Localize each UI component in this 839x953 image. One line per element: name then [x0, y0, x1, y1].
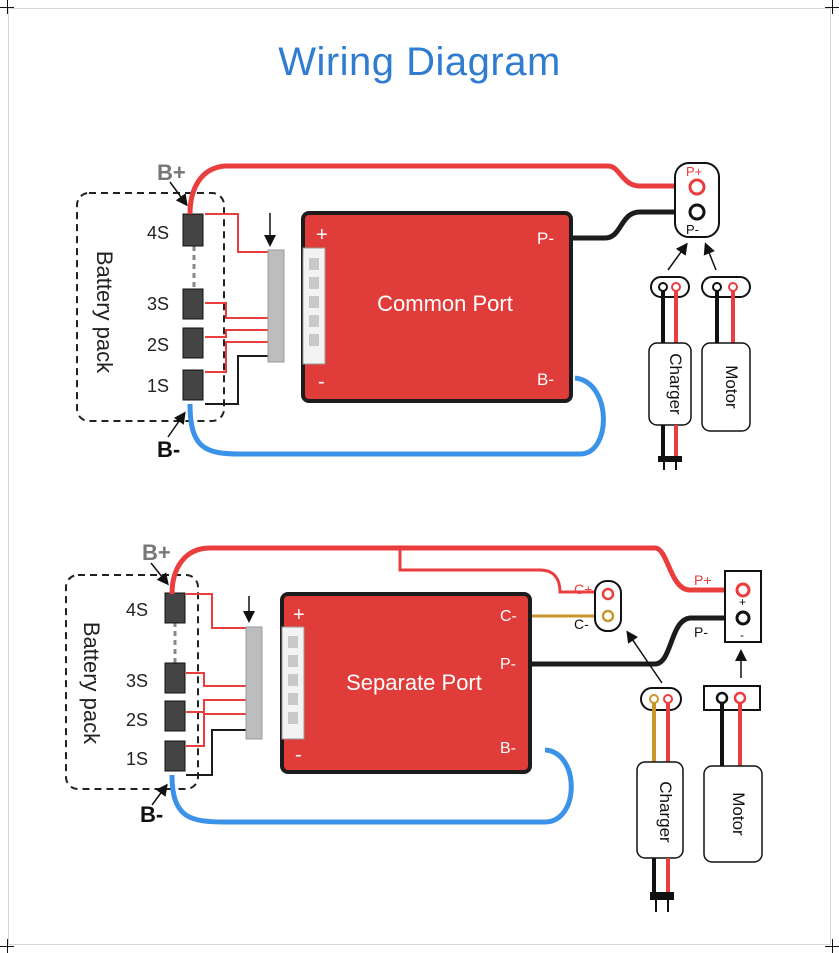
cell-label-3s: 3S [147, 294, 169, 314]
image-frame [8, 8, 831, 945]
motor-device: Motor [701, 276, 751, 432]
wire-arrow-icon [167, 411, 186, 438]
board-minus-label: - [318, 371, 325, 393]
p-minus-wire [528, 615, 730, 667]
c-minus-label: C- [574, 616, 589, 632]
cell-label-2s: 2S [126, 710, 148, 730]
c-plus-label: C+ [574, 581, 592, 597]
c-plus-terminal [601, 587, 615, 601]
motor-label: Motor [722, 365, 741, 409]
balance-wires [205, 213, 268, 373]
balance-socket-pins [288, 636, 298, 724]
board-plus-label: + [316, 224, 328, 246]
charger-label: Charger [666, 353, 685, 415]
p-minus-label: P- [694, 624, 708, 640]
board-p-minus-label: P- [537, 229, 554, 248]
balance-connector-icon [245, 626, 263, 740]
b-minus-wire [169, 747, 574, 825]
board-title: Common Port [377, 291, 513, 316]
cell-label-2s: 2S [147, 335, 169, 355]
cell-stack: 4S 3S 2S 1S [126, 592, 186, 772]
cell-label-1s: 1S [126, 749, 148, 769]
charger-device: Charger [648, 276, 692, 470]
b-minus-label: B- [140, 802, 163, 827]
plug-icon [658, 456, 682, 462]
p-plus-label: P+ [694, 572, 712, 588]
p-plus-terminal [688, 178, 706, 196]
cell-label-4s: 4S [147, 223, 169, 243]
b-plus-label: B+ [157, 160, 186, 185]
p-plus-label: P+ [686, 164, 702, 179]
b-plus-label: B+ [142, 540, 171, 565]
separate-port-diagram: Battery pack 4S 3S 2S 1S B+ B- [65, 540, 763, 912]
cell-1s [164, 740, 186, 772]
board-p-minus-label: P- [500, 656, 516, 673]
balance-connector-icon [267, 249, 285, 363]
wire-arrow-icon [626, 630, 663, 684]
board-plus-label: + [293, 604, 305, 626]
b-minus-wire [187, 375, 606, 457]
cell-label-1s: 1S [147, 376, 169, 396]
cell-2s [164, 700, 186, 732]
p-minus-wire [568, 209, 683, 241]
plug-icon [650, 892, 674, 900]
crop-mark-icon [0, 939, 14, 953]
cell-4s [164, 592, 186, 624]
p-plus-terminal [735, 582, 751, 598]
c-minus-terminal [601, 609, 615, 623]
battery-pack-label: Battery pack [79, 622, 104, 745]
board-b-minus-label: B- [500, 740, 516, 757]
wire-arrow-icon [151, 783, 168, 806]
balance-socket-pins [309, 258, 319, 346]
cell-label-4s: 4S [126, 600, 148, 620]
common-port-diagram: Battery pack 4S 3S 2S 1S B+ [76, 160, 751, 470]
wire-arrow-icon [703, 242, 717, 271]
terminal-icon [674, 162, 720, 238]
crop-mark-icon [0, 0, 14, 14]
b-minus-label: B- [157, 437, 180, 462]
board-minus-label: - [295, 744, 302, 766]
crop-mark-icon [825, 939, 839, 953]
cell-4s [182, 213, 204, 247]
b-plus-wire [187, 163, 683, 215]
wire-arrow-icon [150, 562, 169, 586]
balance-wires [186, 593, 246, 747]
wire-arrow-icon [667, 242, 688, 271]
crop-mark-icon [825, 0, 839, 14]
cell-3s [182, 288, 204, 320]
board-c-minus-label: C- [500, 608, 517, 625]
p-plus-sign: + [739, 595, 746, 609]
charger-label: Charger [656, 781, 675, 843]
battery-pack-label: Battery pack [92, 251, 117, 374]
wire-arrow-icon [169, 181, 188, 207]
board-b-minus-label: B- [537, 370, 554, 389]
motor-device: Motor [703, 685, 763, 863]
p-minus-terminal [688, 203, 706, 221]
cell-2s [182, 327, 204, 359]
charger-device: Charger [636, 687, 684, 912]
b-plus-wire [169, 545, 730, 595]
cell-3s [164, 662, 186, 694]
cell-stack: 4S 3S 2S 1S [147, 213, 204, 401]
cell-label-3s: 3S [126, 671, 148, 691]
battery-pack-box [65, 574, 199, 790]
motor-label: Motor [729, 792, 748, 836]
battery-pack-box [76, 192, 225, 422]
terminal-icon [594, 580, 622, 632]
p-minus-sign: - [740, 628, 744, 642]
board-title: Separate Port [346, 670, 482, 695]
p-minus-label: P- [686, 222, 699, 237]
cell-1s [182, 369, 204, 401]
p-minus-terminal [735, 610, 751, 626]
c-plus-wire [398, 548, 598, 594]
page-title: Wiring Diagram [278, 40, 561, 84]
